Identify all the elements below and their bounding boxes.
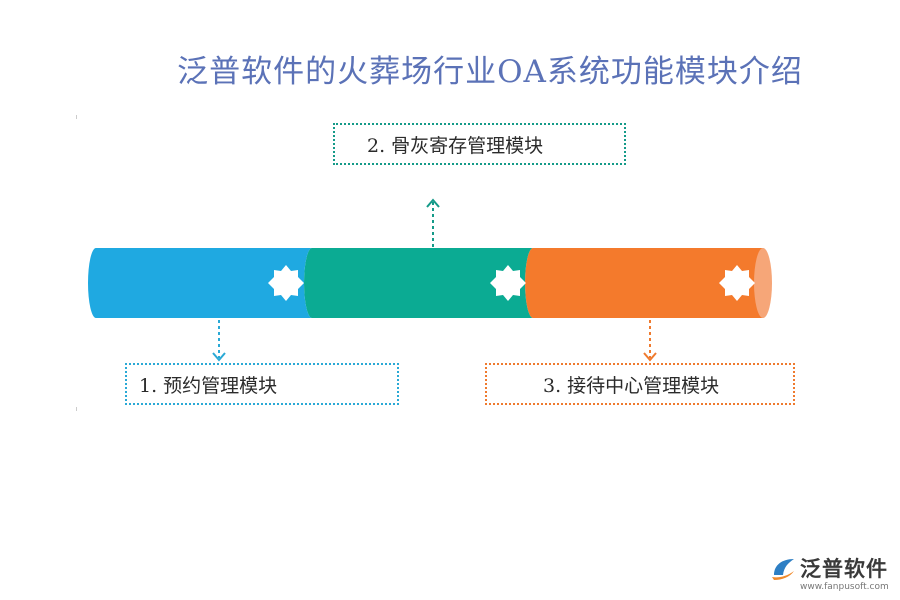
pipe-end-cap xyxy=(754,248,772,318)
logo-icon xyxy=(772,559,794,580)
logo-url: www.fanpusoft.com xyxy=(800,582,889,592)
module-box-3: 3. 接待中心管理模块 xyxy=(485,363,795,405)
pipe-segment-1 xyxy=(88,248,312,318)
brand-logo: 泛普软件 www.fanpusoft.com xyxy=(770,553,900,600)
module-label-3: 3. 接待中心管理模块 xyxy=(543,374,720,397)
module-label-2: 2. 骨灰寄存管理模块 xyxy=(367,134,544,157)
connector-arrow-1 xyxy=(212,320,226,362)
logo-name: 泛普软件 xyxy=(800,557,888,581)
pipe-segment-2 xyxy=(304,248,533,318)
margin-mark xyxy=(76,407,77,411)
badge-icon xyxy=(719,265,755,301)
module-box-2: 2. 骨灰寄存管理模块 xyxy=(333,123,626,165)
pipe-segment-3 xyxy=(525,248,772,318)
page-title: 泛普软件的火葬场行业OA系统功能模块介绍 xyxy=(177,54,803,90)
connector-arrow-2 xyxy=(426,198,440,247)
module-box-1: 1. 预约管理模块 xyxy=(125,363,399,405)
margin-mark xyxy=(76,115,77,119)
badge-icon xyxy=(268,265,304,301)
badge-icon xyxy=(490,265,526,301)
connector-arrow-3 xyxy=(643,320,657,362)
module-label-1: 1. 预约管理模块 xyxy=(139,374,278,397)
